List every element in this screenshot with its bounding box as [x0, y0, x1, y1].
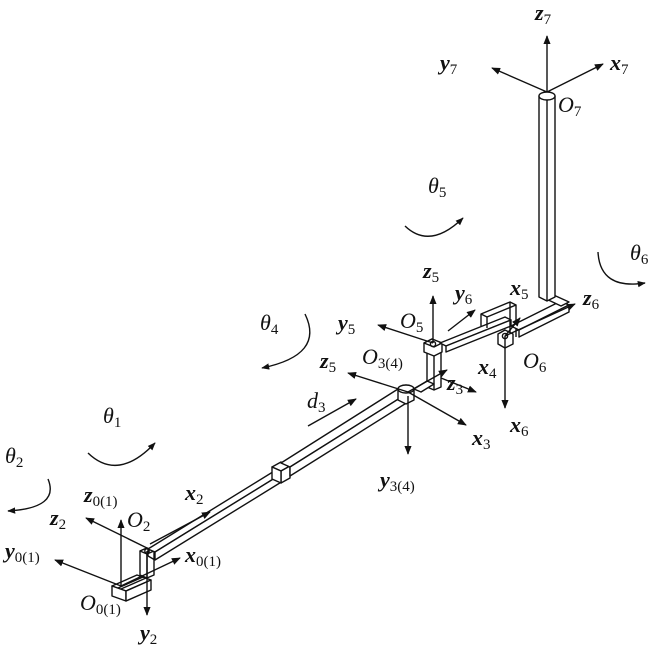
axis-y01 — [54, 559, 122, 587]
label-z5-top: z5 — [422, 258, 439, 286]
label-O7: O7 — [558, 92, 582, 120]
label-x4: x4 — [477, 354, 497, 382]
label-d3: d3 — [307, 388, 326, 416]
axis-x01 — [120, 557, 181, 587]
label-z3: z3 — [446, 370, 463, 398]
label-O01: O0(1) — [80, 590, 121, 618]
label-y34: y3(4) — [377, 467, 415, 495]
end-column — [538, 91, 556, 302]
label-x6: x6 — [509, 412, 529, 440]
label-y6: y6 — [452, 280, 473, 308]
base-block — [111, 574, 152, 602]
label-theta6: θ6 — [630, 240, 649, 268]
label-theta4: θ4 — [260, 310, 279, 338]
label-z5-left: z5 — [319, 348, 336, 376]
axis-y6 — [447, 309, 476, 332]
label-y7: y7 — [437, 50, 458, 78]
axis-y7 — [491, 67, 548, 93]
label-theta5: θ5 — [428, 173, 446, 201]
frame-axes — [54, 35, 604, 616]
label-x2: x2 — [184, 480, 204, 508]
theta6-arrow — [597, 251, 646, 288]
wrist-link — [439, 301, 517, 353]
label-theta2: θ2 — [5, 443, 23, 471]
label-z01: z0(1) — [83, 482, 118, 510]
label-y01: y0(1) — [2, 538, 40, 566]
axis-x2 — [149, 511, 211, 545]
axis-x3 — [407, 391, 467, 426]
label-y2: y2 — [137, 620, 157, 648]
label-O34: O3(4) — [362, 344, 403, 372]
axis-x4 — [440, 377, 477, 393]
theta4-arrow — [261, 313, 311, 370]
label-z7: z7 — [534, 0, 552, 28]
label-y5: y5 — [335, 310, 355, 338]
axis-x7 — [546, 63, 604, 93]
label-x01: x0(1) — [184, 542, 221, 570]
d3-arrow — [307, 398, 357, 427]
theta5-arrow — [404, 217, 464, 237]
axis-z2 — [85, 517, 148, 549]
theta2-arrow — [7, 478, 51, 514]
label-x5: x5 — [509, 275, 529, 303]
rotation-arrows — [7, 217, 646, 514]
label-x3: x3 — [471, 425, 491, 453]
arm-link-2 — [280, 388, 409, 477]
axis-z5-left — [347, 372, 409, 393]
axis-y5 — [377, 324, 434, 344]
robot-structure — [111, 91, 570, 602]
labels: z7 y7 x7 O7 θ5 θ6 z5 y6 x5 z6 θ4 y5 O5 z… — [2, 0, 649, 648]
axis-x5 — [504, 317, 521, 337]
arm-link-1 — [147, 469, 284, 561]
theta1-arrow — [87, 442, 156, 467]
label-z6: z6 — [582, 285, 600, 313]
label-O2: O2 — [127, 507, 150, 535]
label-z2: z2 — [49, 505, 66, 533]
prismatic-sleeve — [271, 461, 291, 484]
label-O5: O5 — [400, 308, 423, 336]
label-O6: O6 — [523, 348, 547, 376]
axis-z6 — [504, 303, 576, 337]
axis-z3 — [407, 369, 448, 393]
label-theta1: θ1 — [103, 403, 121, 431]
label-x7: x7 — [609, 50, 629, 78]
